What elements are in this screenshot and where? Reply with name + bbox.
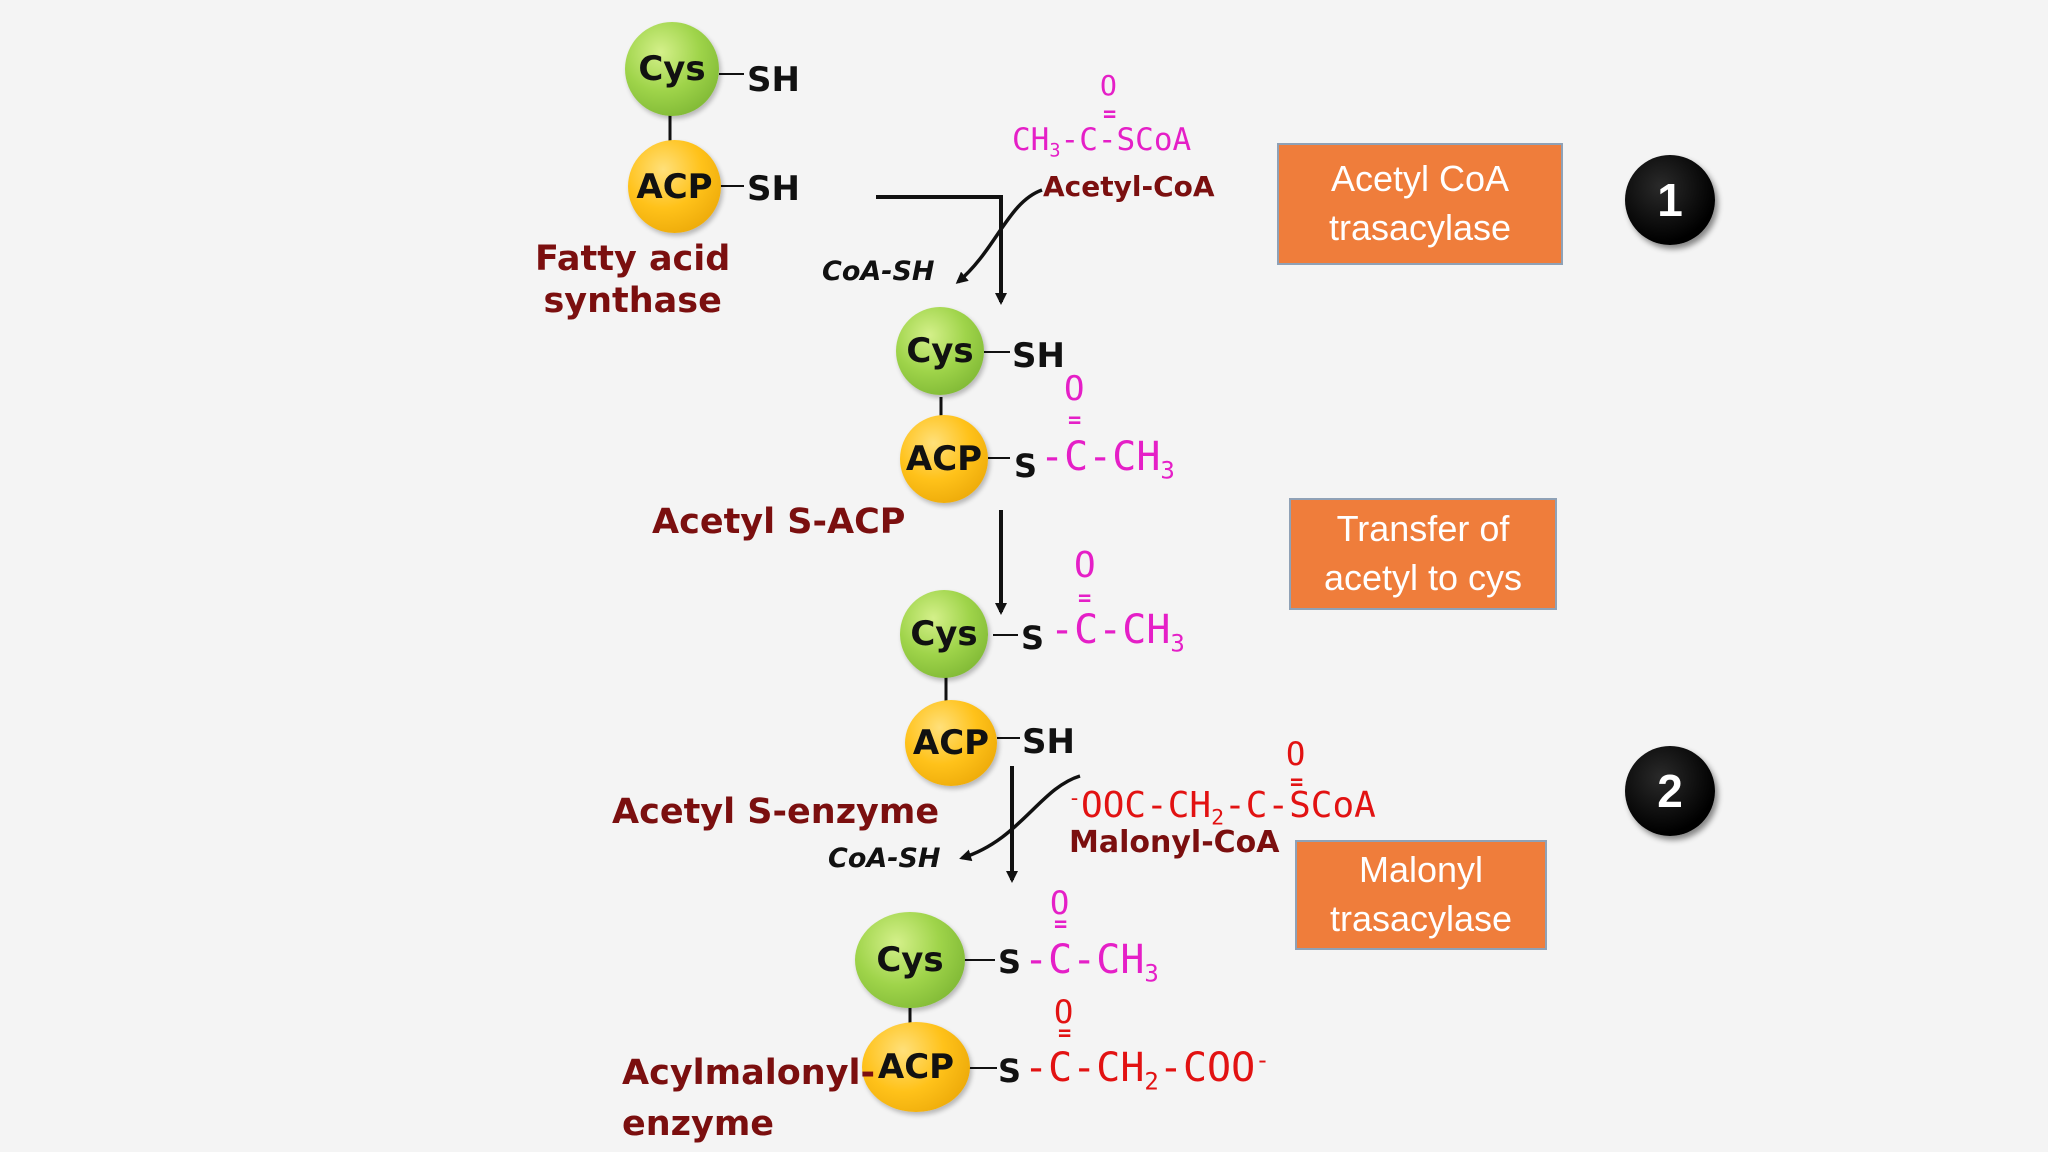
thioester-sulfur: S [1021,619,1045,657]
double-bond: = [1103,102,1117,127]
cys-sphere: Cys [896,307,984,395]
carbonyl-oxygen: O [1050,884,1070,922]
enzyme-box-transfer-acetyl: Transfer of acetyl to cys [1289,498,1557,610]
malonyl-group: -C-CH2-COO- [1024,1048,1270,1094]
double-bond: = [1290,770,1304,795]
group-subscript: 3 [1144,959,1159,988]
cys-label: Cys [638,49,706,89]
acp-label: ACP [877,1047,955,1087]
cys-sphere: Cys [855,912,965,1008]
formula-subscript: 2 [1211,805,1225,831]
enzyme-box-acetyl-coa-transacylase: Acetyl CoA trasacylase [1277,143,1563,265]
cys-sphere: Cys [625,22,719,116]
formula-part: -C-SCoA [1060,122,1192,158]
carbonyl-oxygen: O [1286,735,1306,773]
double-bond: = [1068,408,1082,433]
group-charge: - [1255,1046,1270,1074]
thioester-sulfur: S [998,943,1022,981]
cys-label: Cys [906,331,974,371]
group-part: -C-CH [1040,434,1161,480]
acp-sphere: ACP [628,140,721,233]
acp-sphere: ACP [862,1022,970,1112]
carbonyl-oxygen: O [1064,369,1085,409]
double-bond: = [1078,586,1092,611]
thioester-sulfur: S [998,1052,1022,1090]
acp-label: ACP [905,439,983,479]
thiol-label: SH [1012,336,1065,376]
fatty-acid-synthase-label: Fatty acid synthase [535,239,731,321]
acetyl-s-enzyme-label: Acetyl S-enzyme [612,792,940,832]
cys-label: Cys [876,940,944,980]
cys-label: Cys [910,614,978,654]
thiol-label: SH [1022,722,1075,762]
acetyl-group: -C-CH3 [1024,940,1159,985]
acylmalonyl-enzyme-label: Acylmalonyl- enzyme [622,1053,876,1144]
thiol-label: SH [747,60,800,100]
formula-charge: - [1068,786,1082,812]
double-bond: = [1058,1021,1072,1046]
acetyl-group: -C-CH3 [1050,610,1185,655]
acetyl-group: -C-CH3 [1040,437,1175,482]
step-1-badge: 1 [1625,155,1715,245]
formula-part: CH [1012,122,1050,158]
acetyl-coa-name: Acetyl-CoA [1043,170,1215,203]
step1-main-arrow [876,195,1007,305]
group-part: -C-CH [1024,1045,1145,1092]
thiol-label: SH [747,169,800,209]
thioester-sulfur: S [1014,447,1038,485]
carbonyl-oxygen: O [1054,993,1074,1031]
carbonyl-oxygen: O [1100,69,1117,102]
formula-part: -C-SCoA [1224,785,1376,826]
group-subscript: 3 [1160,456,1175,485]
step1-coash-arrow [955,188,1043,284]
malonyl-coa-formula: -OOC-CH2-C-SCoA [1068,788,1376,829]
group-part: -C-CH [1050,607,1171,653]
malonyl-coa-name: Malonyl-CoA [1069,825,1280,860]
acp-sphere: ACP [905,700,997,786]
acp-sphere: ACP [900,415,988,503]
cys-sphere: Cys [900,590,988,678]
step2-coash-arrow [959,774,1081,862]
formula-subscript: 3 [1049,140,1061,162]
formula-part: OOC-CH [1081,785,1212,826]
group-subscript: 2 [1144,1067,1159,1096]
acp-label: ACP [912,723,990,763]
enzyme-box-malonyl-transacylase: Malonyl trasacylase [1295,840,1547,950]
coa-sh-product: CoA-SH [828,843,941,874]
coa-sh-product: CoA-SH [822,256,935,287]
group-part: -COO [1158,1045,1256,1092]
acp-label: ACP [636,166,713,207]
acetyl-s-acp-label: Acetyl S-ACP [652,502,906,542]
acetyl-coa-formula: CH3-C-SCoA [1012,125,1191,161]
double-bond: = [1054,912,1068,937]
step-2-badge: 2 [1625,746,1715,836]
group-subscript: 3 [1170,629,1185,658]
carbonyl-oxygen: O [1074,545,1096,586]
group-part: -C-CH [1024,937,1145,983]
